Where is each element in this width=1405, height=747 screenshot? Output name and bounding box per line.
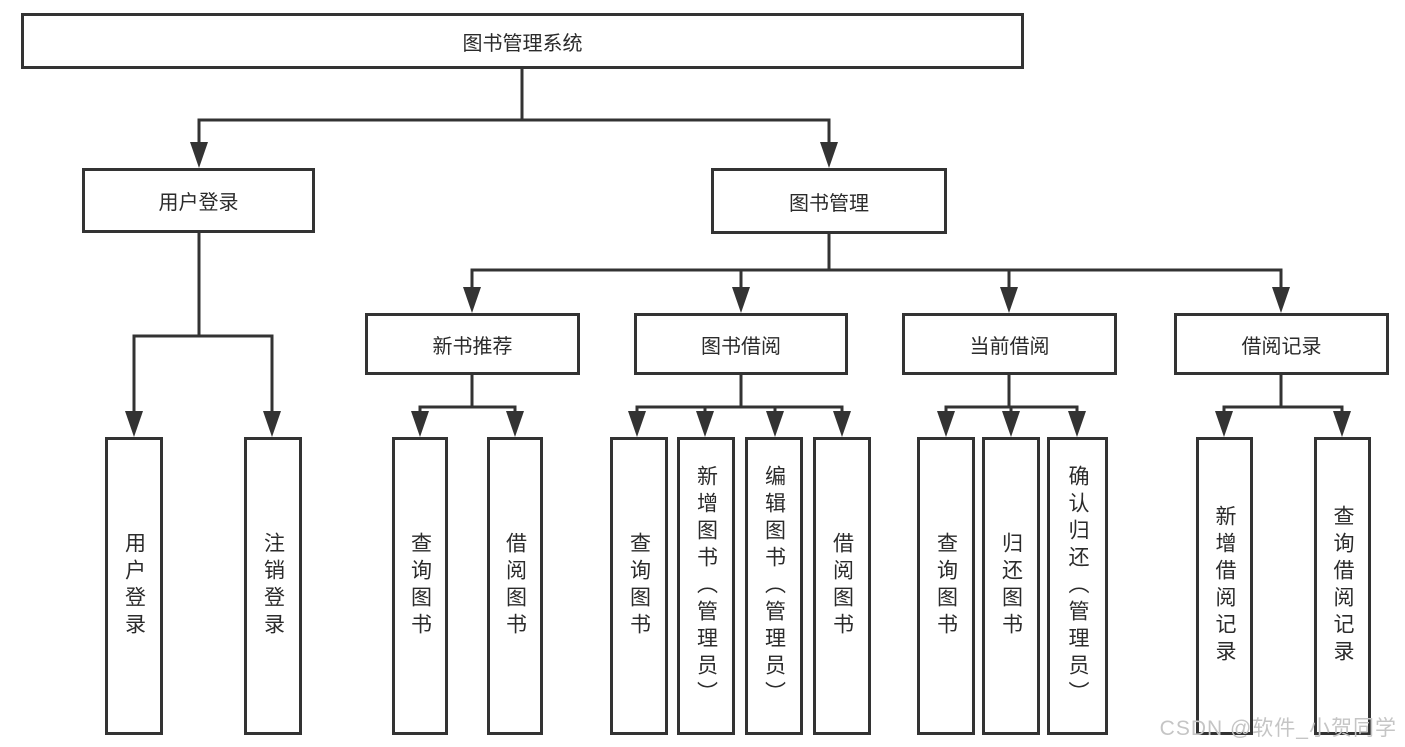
leaf-logout: 注销登录 (244, 437, 302, 735)
leaf-add-book-admin: 新增图书（管理员） (677, 437, 735, 735)
node-book-management-label: 图书管理 (789, 192, 869, 215)
leaf-confirm-return-admin-label: 确认归还（管理员） (1066, 464, 1089, 708)
node-library-management-system: 图书管理系统 (21, 13, 1024, 69)
leaf-query-books: 查询图书 (392, 437, 448, 735)
leaf-query-books-label: 查询图书 (408, 532, 432, 640)
node-current-borrow-label: 当前借阅 (969, 335, 1050, 358)
leaf-borrow-books: 借阅图书 (487, 437, 543, 735)
node-current-borrow: 当前借阅 (902, 313, 1117, 375)
leaf-user-login: 用户登录 (105, 437, 163, 735)
leaf-return-books-label: 归还图书 (999, 532, 1023, 640)
leaf-user-login-label: 用户登录 (122, 532, 146, 640)
watermark-text: CSDN @软件_小贺同学 (1159, 717, 1397, 740)
node-book-management: 图书管理 (711, 168, 947, 234)
leaf-logout-label: 注销登录 (261, 532, 285, 640)
leaf-query-books-label: 查询图书 (627, 532, 651, 640)
leaf-query-borrow-record-label: 查询借阅记录 (1331, 505, 1354, 667)
leaf-query-borrow-record: 查询借阅记录 (1314, 437, 1371, 735)
leaf-return-books: 归还图书 (982, 437, 1040, 735)
leaf-borrow-books: 借阅图书 (813, 437, 871, 735)
leaf-query-books: 查询图书 (917, 437, 975, 735)
leaf-edit-book-admin-label: 编辑图书（管理员） (762, 464, 786, 708)
leaf-borrow-books-label: 借阅图书 (830, 532, 854, 640)
node-user-login-label: 用户登录 (158, 192, 239, 214)
node-borrow-records-label: 借阅记录 (1241, 335, 1322, 358)
leaf-borrow-books-label: 借阅图书 (503, 532, 527, 640)
leaf-confirm-return-admin: 确认归还（管理员） (1047, 437, 1108, 735)
leaf-query-books: 查询图书 (610, 437, 668, 735)
leaf-add-borrow-record: 新增借阅记录 (1196, 437, 1253, 735)
node-new-book-recommend: 新书推荐 (365, 313, 580, 375)
node-user-login: 用户登录 (82, 168, 315, 233)
leaf-add-borrow-record-label: 新增借阅记录 (1213, 505, 1236, 667)
node-new-book-recommend-label: 新书推荐 (432, 335, 513, 358)
leaf-edit-book-admin: 编辑图书（管理员） (745, 437, 803, 735)
arrowheads-group (125, 142, 1351, 437)
node-book-borrow: 图书借阅 (634, 313, 848, 375)
node-library-management-system-label: 图书管理系统 (462, 32, 583, 55)
node-borrow-records: 借阅记录 (1174, 313, 1389, 375)
leaf-query-books-label: 查询图书 (934, 532, 958, 640)
node-book-borrow-label: 图书借阅 (701, 335, 781, 358)
leaf-add-book-admin-label: 新增图书（管理员） (694, 464, 718, 708)
